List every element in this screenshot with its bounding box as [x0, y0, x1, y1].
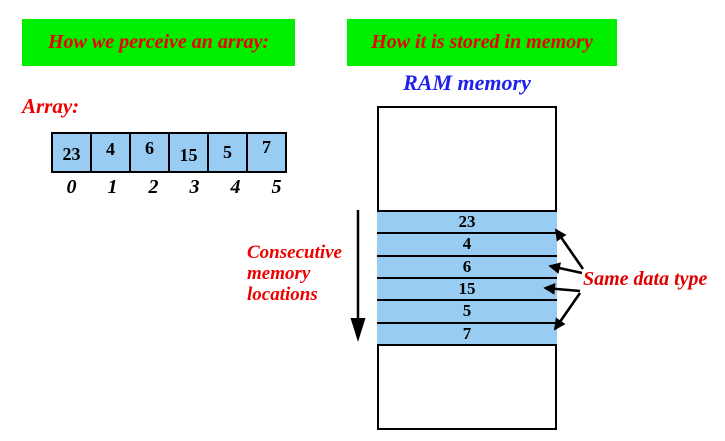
- array-label: Array:: [22, 94, 80, 118]
- ram-memory-label: RAM memory: [403, 70, 531, 95]
- array-cells: 23 4 6 15 5 7: [51, 132, 287, 173]
- array-cell-5: 7: [246, 132, 287, 173]
- consecutive-line-2: memory: [247, 263, 311, 284]
- array-cell-1-value: 4: [106, 139, 115, 159]
- array-cell-4-value: 5: [223, 142, 232, 162]
- array-index-4: 4: [230, 176, 241, 198]
- array-cell-3-value: 15: [179, 145, 198, 165]
- memory-row-3: 15: [377, 278, 557, 302]
- array-cell-0: 23: [51, 132, 92, 173]
- memory-row-4: 5: [377, 301, 557, 324]
- memory-row-5: 7: [377, 323, 557, 346]
- header-stored-text: How it is stored in memory: [371, 31, 593, 53]
- memory-rows: 23 4 6 15 5 7: [377, 210, 557, 346]
- array-cell-2: 6: [129, 132, 170, 173]
- array-cell-4: 5: [207, 132, 248, 173]
- memory-row-0: 23: [377, 212, 557, 235]
- array-index-0: 0: [66, 176, 77, 198]
- array-cell-2-value: 6: [145, 138, 154, 158]
- memory-row-2: 6: [377, 256, 557, 279]
- array-index-5: 5: [271, 176, 282, 198]
- array-cell-0-value: 23: [62, 144, 81, 164]
- array-index-1: 1: [107, 176, 118, 198]
- array-cell-3: 15: [168, 132, 209, 173]
- consecutive-memory-label: Consecutive memory locations: [247, 242, 342, 305]
- array-cell-1: 4: [90, 132, 131, 173]
- array-index-3: 3: [189, 176, 200, 198]
- consecutive-line-1: Consecutive: [247, 242, 342, 263]
- array-index-2: 2: [148, 176, 159, 198]
- array-cell-5-value: 7: [262, 137, 271, 157]
- same-data-type-label: Same data type: [583, 268, 708, 290]
- header-perceive-text: How we perceive an array:: [47, 31, 270, 53]
- header-perceive-banner: How we perceive an array:: [22, 19, 295, 66]
- header-stored-banner: How it is stored in memory: [347, 19, 617, 66]
- memory-row-1: 4: [377, 234, 557, 257]
- consecutive-down-arrow-icon: [350, 210, 366, 342]
- array-indices: 0 1 2 3 4 5: [51, 176, 297, 199]
- consecutive-line-3: locations: [247, 284, 318, 305]
